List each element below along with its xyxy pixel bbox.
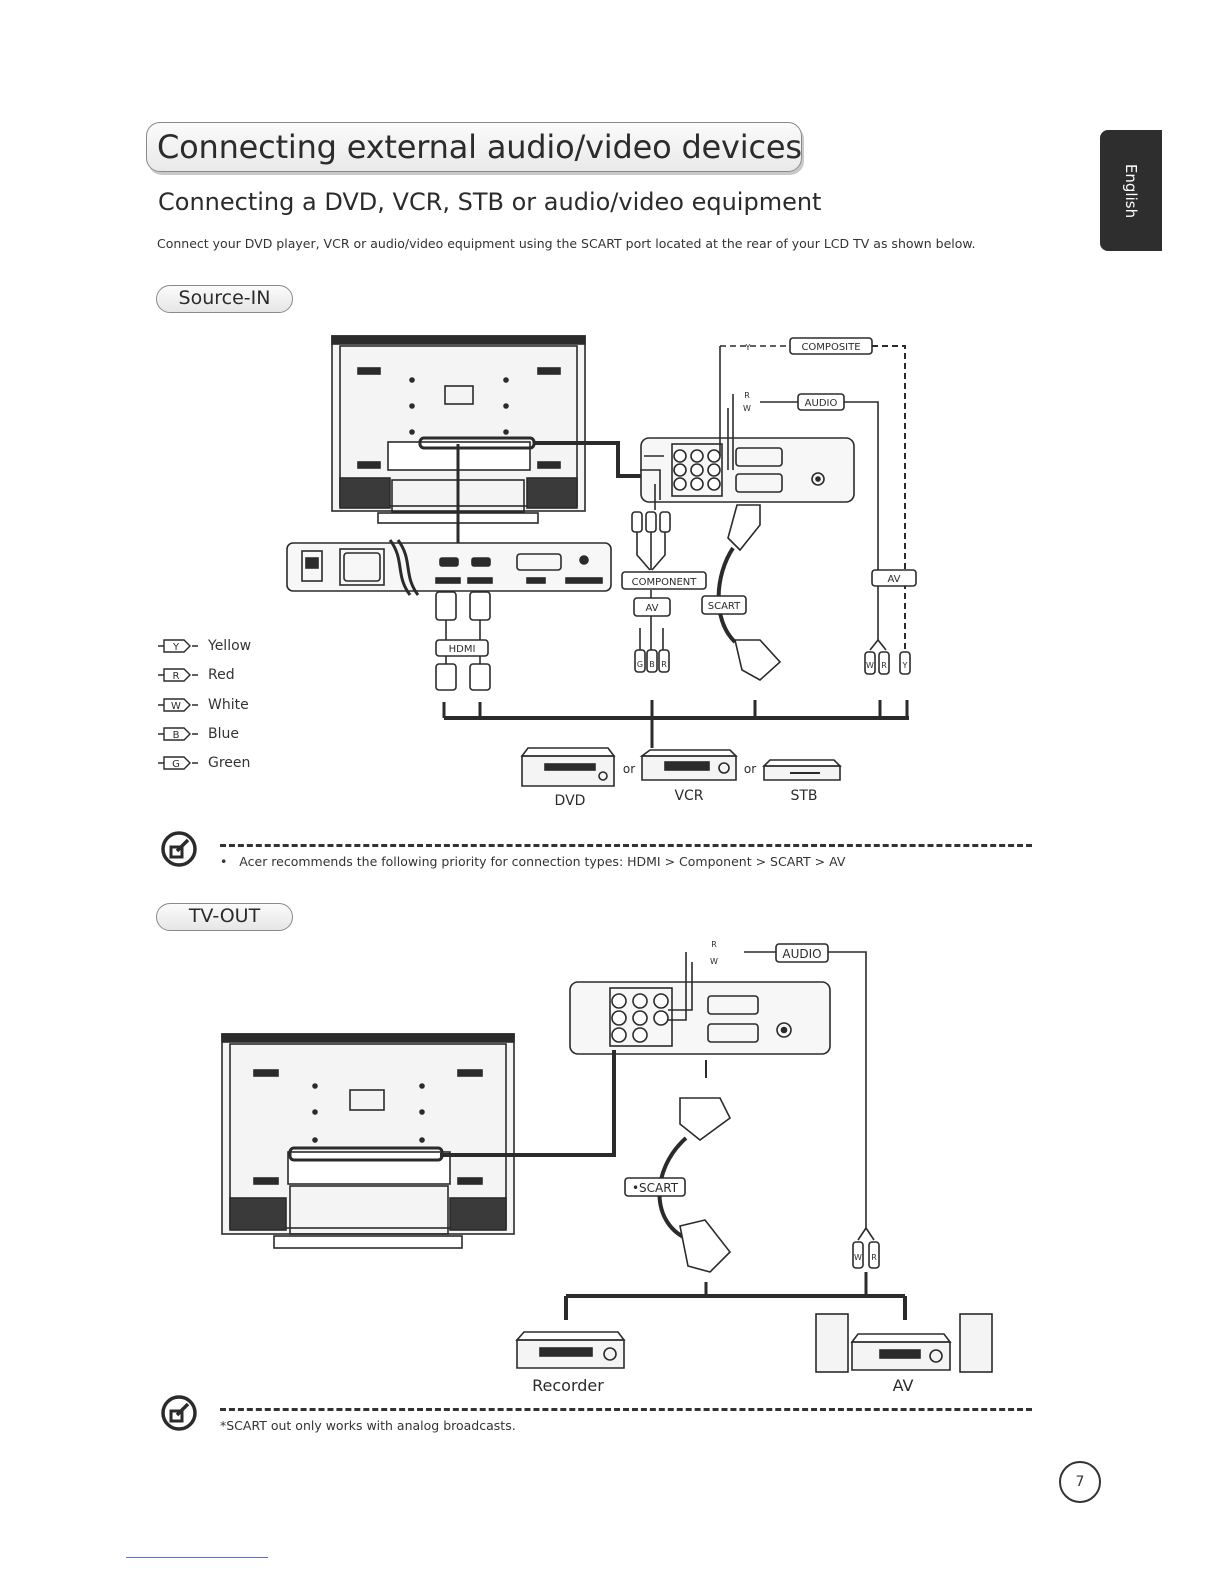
tv-out-tv-illustration: [221, 1033, 515, 1249]
tv-out-rca-plugs: [852, 1227, 880, 1269]
tv-out-heading: TV-OUT: [156, 903, 293, 931]
plug-icon: G: [158, 756, 198, 770]
legend-name: Blue: [208, 725, 239, 742]
stb-illustration: [762, 759, 842, 781]
note-priority-text: Acer recommends the following priority f…: [239, 854, 846, 869]
plug-letter-g: G: [637, 660, 643, 669]
legend-code: Y: [172, 642, 180, 653]
recorder-illustration: [515, 1331, 626, 1369]
legend-name: White: [208, 696, 249, 713]
or-label-1: or: [623, 762, 635, 776]
label-scart: SCART: [708, 601, 741, 612]
label-audio: AUDIO: [805, 398, 838, 409]
plug-icon: Y: [158, 639, 198, 653]
intro-paragraph: Connect your DVD player, VCR or audio/vi…: [157, 236, 976, 251]
label-hdmi: HDMI: [449, 644, 476, 655]
plug-letter-r-out-bottom: R: [871, 1253, 877, 1262]
plug-letter-b: B: [649, 660, 655, 669]
plug-icon: R: [158, 668, 198, 682]
note-scart-text: *SCART out only works with analog broadc…: [220, 1418, 516, 1433]
plug-icon: B: [158, 727, 198, 741]
device-dvd-label: DVD: [555, 793, 586, 809]
page-title: Connecting external audio/video devices: [146, 122, 802, 172]
footer-rule: [126, 1557, 268, 1558]
plug-letter-w-out: W: [710, 957, 718, 966]
or-label-2: or: [744, 762, 756, 776]
label-av-right: AV: [887, 574, 900, 585]
note-divider: [220, 844, 1032, 847]
source-in-diagram: COMPOSITE AUDIO COMPONENT AV SCART AV HD…: [286, 335, 917, 809]
note-priority: • Acer recommends the following priority…: [160, 830, 1032, 874]
av-plugs-right: [864, 639, 911, 675]
legend-name: Red: [208, 667, 235, 684]
legend-name: Yellow: [208, 638, 252, 654]
av-connector-panel: [640, 437, 855, 503]
label-composite: COMPOSITE: [801, 342, 860, 353]
component-plugs-bottom: [634, 649, 670, 673]
label-component: COMPONENT: [632, 577, 698, 588]
legend-code: G: [172, 759, 180, 770]
legend-code: R: [173, 671, 180, 682]
device-av-label: AV: [893, 1376, 914, 1395]
plug-letter-y-top: Y: [745, 343, 751, 352]
av-receiver-illustration: [815, 1313, 993, 1373]
plug-letter-w-top: W: [743, 404, 751, 413]
dvd-illustration: [520, 747, 616, 787]
device-stb-label: STB: [790, 788, 817, 804]
plug-letter-w-out-bottom: W: [854, 1253, 862, 1262]
plug-letter-y-right: Y: [902, 661, 908, 670]
note-text: • Acer recommends the following priority…: [220, 854, 846, 869]
plug-icon: W: [158, 697, 198, 712]
label-audio-out: AUDIO: [782, 947, 821, 961]
legend-name: Green: [208, 755, 251, 772]
plug-letter-r-out: R: [711, 940, 717, 949]
device-vcr-label: VCR: [674, 788, 703, 804]
plug-letter-r-top: R: [744, 391, 750, 400]
note-scart-out: *SCART out only works with analog broadc…: [160, 1394, 1032, 1438]
label-av-component: AV: [645, 603, 658, 614]
page-number: 7: [1059, 1461, 1101, 1503]
source-in-heading: Source-IN: [156, 285, 293, 313]
label-scart-out: •SCART: [632, 1181, 679, 1195]
plug-letter-r-right: R: [881, 661, 887, 670]
legend-code: B: [173, 730, 180, 741]
legend-code: W: [171, 701, 181, 712]
plug-letter-w-right: W: [866, 661, 874, 670]
note-divider: [220, 1408, 1032, 1411]
tv-out-connector-panel: [569, 981, 831, 1055]
tv-out-diagram: R W W R AUDIO •SCART Recorder AV: [221, 940, 993, 1395]
language-tab[interactable]: English: [1100, 130, 1162, 251]
device-recorder-label: Recorder: [532, 1376, 604, 1395]
vcr-illustration: [639, 749, 738, 781]
note-icon: [161, 1395, 197, 1431]
tv-side-panel: [286, 539, 612, 596]
note-icon: [161, 831, 197, 867]
hdmi-cables: [435, 591, 491, 691]
section-subtitle: Connecting a DVD, VCR, STB or audio/vide…: [158, 188, 822, 216]
plug-letter-r: R: [661, 660, 667, 669]
